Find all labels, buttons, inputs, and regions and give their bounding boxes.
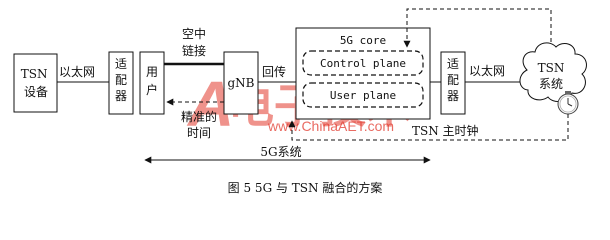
diagram-canvas: A 电子技术 www.ChinaAET.com TSN 设备 以太网 适配器 用… xyxy=(13,8,587,195)
adapter-right-box xyxy=(440,51,466,115)
ethernet-left-label: 以太网 xyxy=(59,64,95,79)
tsn-master-clock-label: TSN 主时钟 xyxy=(412,123,479,138)
air-link-label: 空中链接 xyxy=(182,26,206,58)
clock-sync-bottom-path xyxy=(288,114,569,141)
watermark-url: www.ChinaAET.com xyxy=(267,118,394,134)
ue-box xyxy=(139,51,165,115)
gnb-box xyxy=(223,51,259,115)
figure-caption: 图 5 5G 与 TSN 融合的方案 xyxy=(228,180,383,195)
adapter-right-label: 适配器 xyxy=(447,57,459,103)
user-plane-label: User plane xyxy=(330,89,396,102)
tsn-device-label: TSN 设备 xyxy=(21,67,52,99)
tsn-system-cloud xyxy=(519,42,587,102)
core-5g-title: 5G core xyxy=(340,34,386,47)
ue-label: 用户 xyxy=(146,65,158,97)
precise-time-label: 精准的时间 xyxy=(181,109,217,140)
clock-icon xyxy=(557,91,579,115)
ethernet-right-label: 以太网 xyxy=(469,63,505,78)
control-plane-label: Control plane xyxy=(320,57,406,70)
gnb-label: gNB xyxy=(228,76,255,90)
system-5g-label: 5G系统 xyxy=(260,145,301,159)
adapter-left-label: 适配器 xyxy=(115,57,127,103)
control-plane-box xyxy=(302,50,424,76)
adapter-left-box xyxy=(108,51,134,115)
clock-sync-top-path xyxy=(403,8,552,48)
tsn-device-box xyxy=(13,53,58,113)
backhaul-label: 回传 xyxy=(262,64,286,79)
user-plane-box xyxy=(302,82,424,108)
